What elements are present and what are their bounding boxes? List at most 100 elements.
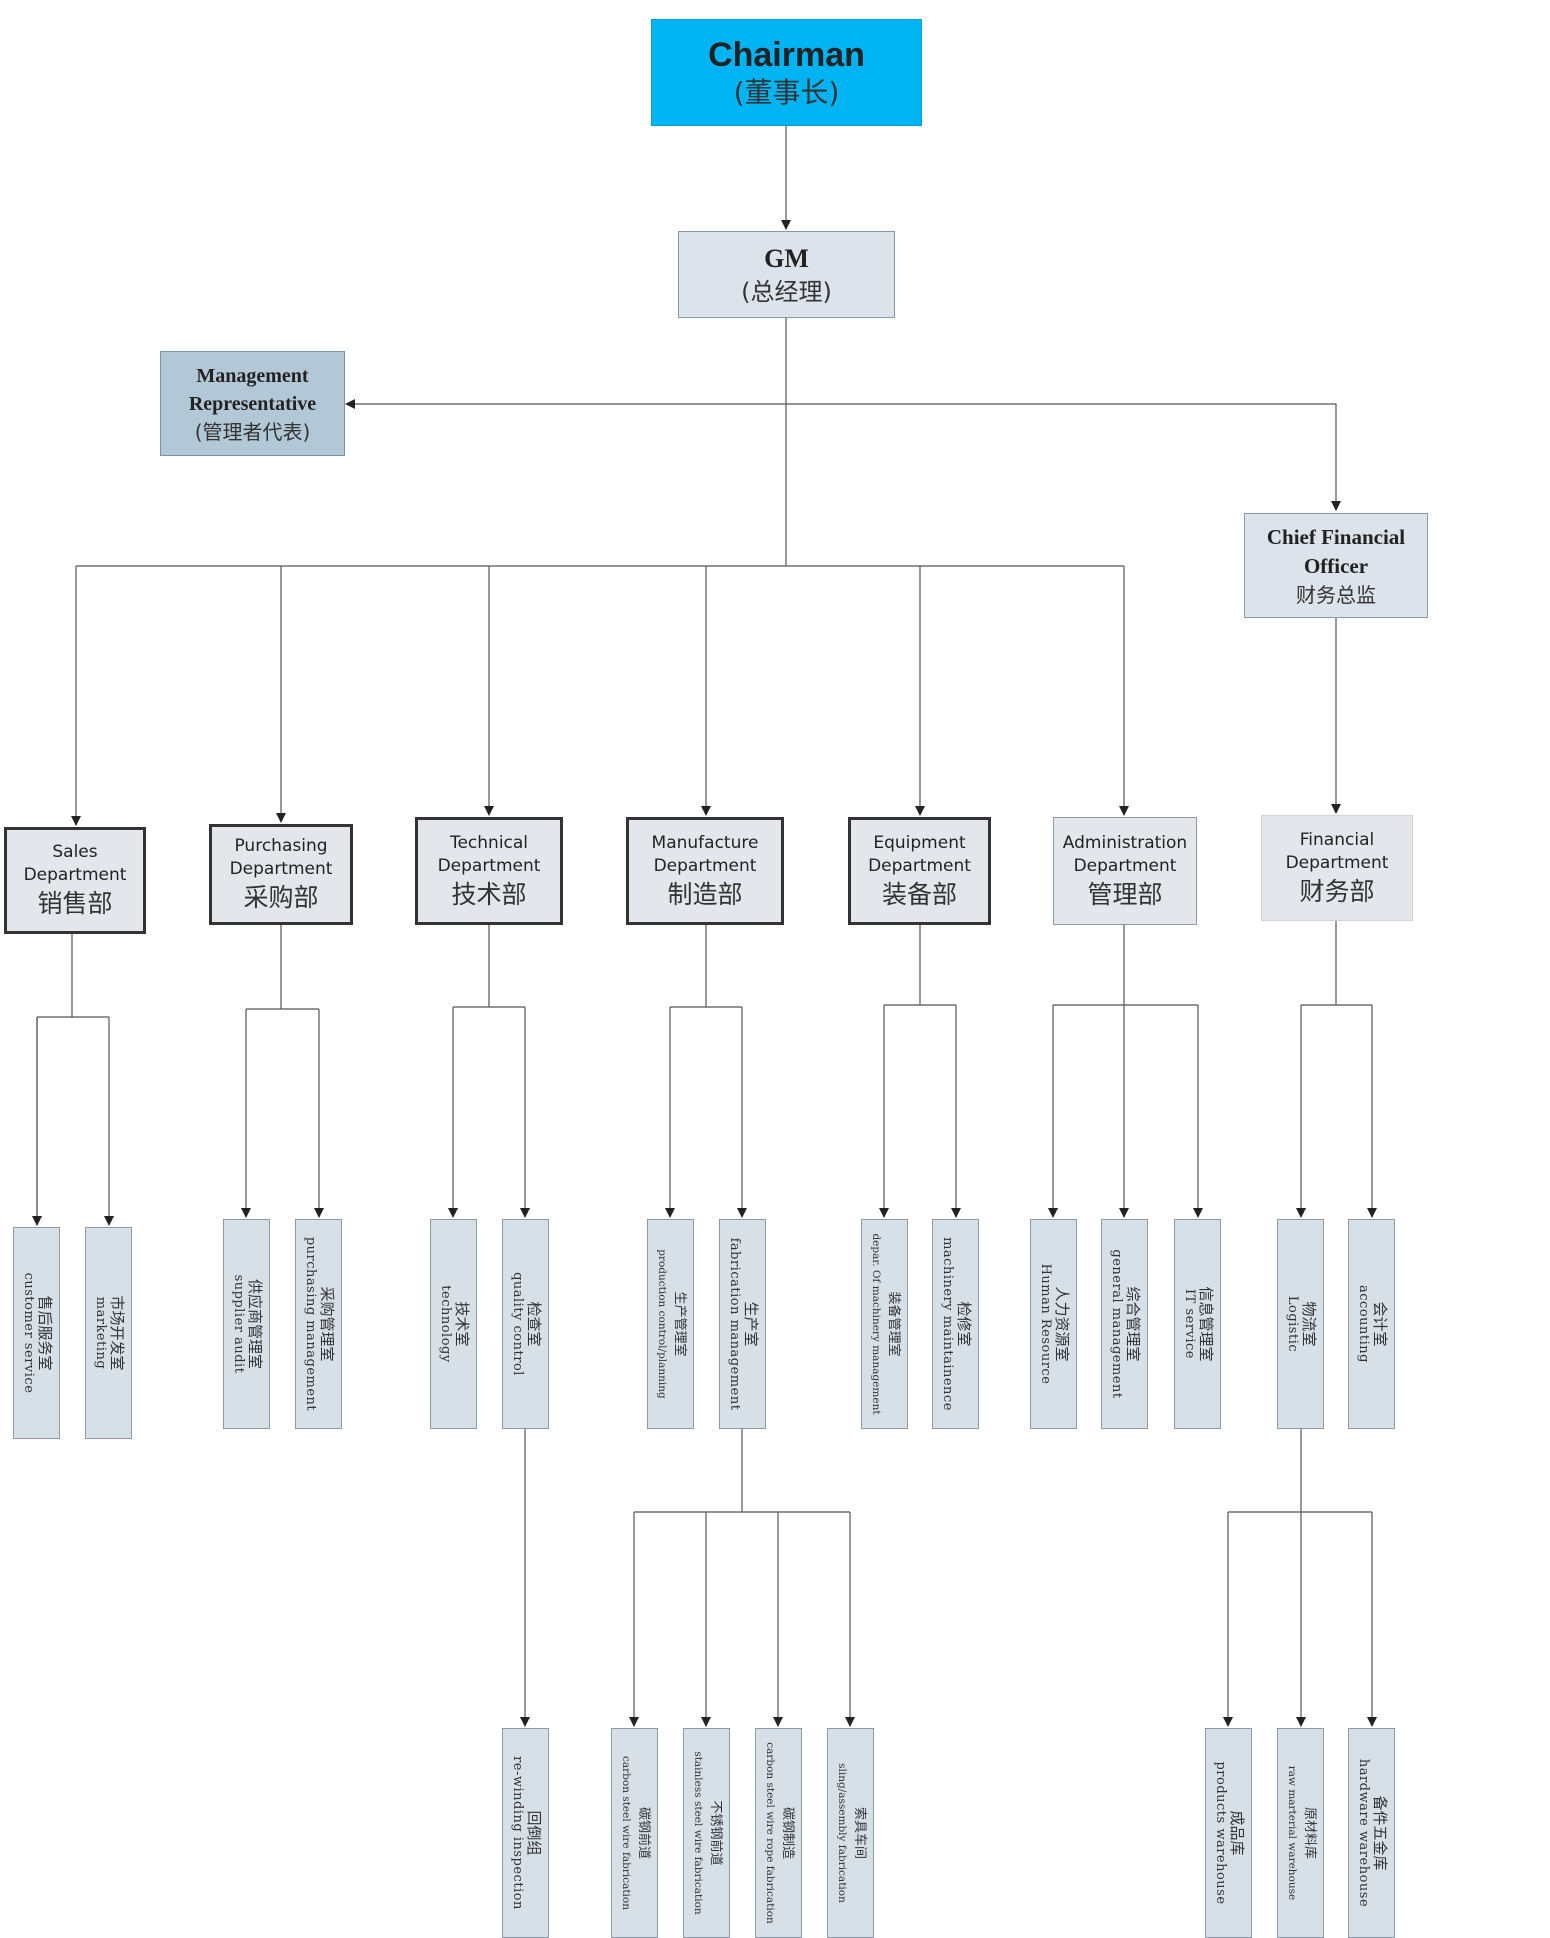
dept-equipment: Equipment Department 装备部 [848,817,991,925]
unit-label-zh: 索具车间 [851,1806,867,1859]
section-label-en: supplier audit [230,1274,246,1374]
unit-label-en: re-winding inspection [509,1756,525,1910]
unit-label-en: hardware warehouse [1355,1758,1371,1908]
cfo-title-line2: Officer [1303,553,1369,578]
unit-label-zh: 成品库 [1227,1810,1246,1856]
section-label-en: production control/planning [655,1249,668,1399]
unit-label-zh: 碳钢前道 [635,1806,651,1859]
dept-label-en: Equipment [873,832,966,853]
dept-label-en: Department [1073,855,1177,876]
section-label-zh: 生产管理室 [671,1291,687,1357]
dept-financial: Financial Department 财务部 [1261,815,1413,921]
unit-label-en: products warehouse [1212,1761,1228,1905]
section-label-zh: 采购管理室 [317,1286,336,1362]
unit-label-zh: 原材料库 [1301,1806,1317,1859]
unit-label-zh: 不锈钢前道 [707,1800,723,1866]
dept-label-en: Technical [449,832,529,853]
section-label-zh: 检查室 [524,1301,543,1347]
section-label-zh: 供应商管理室 [245,1278,264,1369]
section-label-zh: 售后服务室 [35,1295,54,1371]
mgmt-title-line2: Representative [188,392,317,415]
section-label-en: depar. Of machinery management [869,1233,882,1415]
mgmt-title-line1: Management [196,364,309,387]
dept-label-en: Department [653,855,757,876]
dept-label-en: Department [868,855,971,876]
section-label-zh: 技术室 [452,1301,471,1347]
gm-box: GM (总经理) [678,231,895,318]
section-label-zh: 市场开发室 [107,1295,126,1371]
section-label-en: machinery maintainence [939,1237,955,1411]
chairman-subtitle: (董事长) [733,75,840,109]
section-label-zh: 检修室 [954,1301,973,1347]
gm-title: GM [764,243,809,273]
chairman-title: Chairman [708,35,865,74]
section-label-zh: 会计室 [1370,1301,1389,1347]
section-label-zh: 装备管理室 [885,1291,901,1357]
dept-label-zh: 装备部 [881,879,957,909]
section-label-en: IT service [1181,1289,1197,1359]
section-label-zh: 信息管理室 [1196,1286,1215,1362]
dept-purchasing: Purchasing Department 采购部 [209,824,353,925]
unit-label-zh: 备件五金库 [1370,1795,1389,1871]
dept-label-zh: 销售部 [37,889,113,918]
dept-label-en: Sales [52,842,98,862]
gm-subtitle: (总经理) [741,277,832,306]
dept-manufacture: Manufacture Department 制造部 [626,817,784,925]
unit-label-en: stainless steel wire fabrication [691,1751,704,1915]
section-label-zh: 生产室 [741,1301,760,1347]
dept-label-en: Manufacture [651,832,759,853]
cfo-title-line1: Chief Financial [1266,524,1406,549]
section-label-zh: 人力资源室 [1052,1286,1071,1362]
section-label-en: customer service [20,1272,36,1394]
unit-label-zh: 碳钢制造 [779,1806,795,1859]
unit-label-en: raw marterial warehouse [1285,1765,1298,1901]
dept-label-en: Department [437,855,541,876]
dept-sales: Sales Department 销售部 [4,827,146,934]
section-label-en: general management [1108,1249,1124,1399]
dept-label-zh: 财务部 [1299,876,1375,906]
dept-label-en: Financial [1299,829,1375,850]
chairman-box: Chairman (董事长) [651,19,922,126]
mgmt-subtitle: (管理者代表) [194,419,311,444]
section-label-en: accounting [1355,1285,1371,1363]
dept-technical: Technical Department 技术部 [415,817,563,925]
section-label-en: Logistic [1284,1295,1300,1353]
unit-label-en: carbon steel wire fabrication [619,1756,632,1910]
section-label-zh: 物流室 [1299,1301,1318,1347]
dept-label-zh: 技术部 [451,879,527,909]
dept-label-en: Department [1285,852,1389,873]
section-label-en: fabrication management [726,1237,742,1411]
section-label-zh: 综合管理室 [1123,1286,1142,1362]
line-cfo [786,403,1341,511]
cfo-subtitle: 财务总监 [1296,582,1376,607]
section-label-en: purchasing management [302,1236,318,1412]
dept-label-zh: 管理部 [1087,879,1163,909]
dept-label-en: Administration [1062,832,1188,853]
dept-label-en: Department [23,865,127,885]
dept-label-en: Department [229,859,333,879]
section-label-en: technology [437,1285,453,1363]
unit-label-zh: 回倒组 [524,1810,543,1856]
management-representative-box: Management Representative (管理者代表) [160,351,345,456]
section-label-en: quality control [509,1272,525,1376]
